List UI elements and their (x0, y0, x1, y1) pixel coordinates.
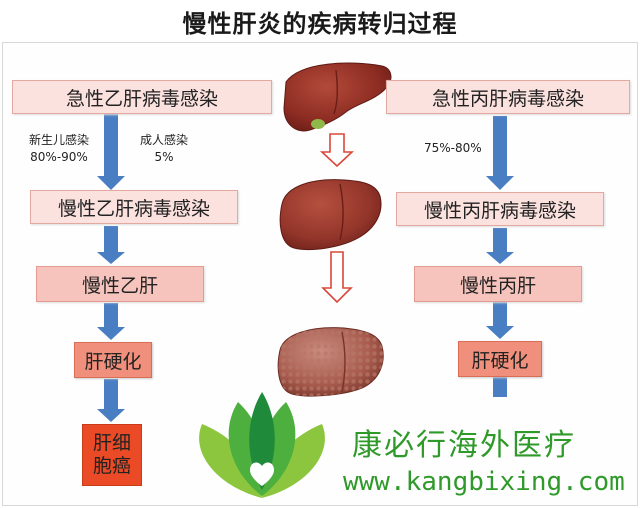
right-arrow-3 (486, 302, 514, 339)
left-arrow-2 (97, 226, 125, 264)
right-rate-note: 75%-80% (424, 141, 482, 155)
watermark-url: www.kangbixing.com (343, 467, 625, 497)
right-arrow-1 (486, 116, 514, 190)
left-arrow-3 (97, 303, 125, 340)
right-arrow-2 (486, 228, 514, 264)
right-chronic-infection-box: 慢性丙肝病毒感染 (396, 192, 604, 226)
left-adult-value: 5% (154, 150, 174, 164)
left-newborn-note: 新生儿感染 80%-90% (14, 132, 104, 166)
middle-arrow-1 (319, 133, 355, 168)
right-cirrhosis-box: 肝硬化 (458, 341, 542, 377)
middle-arrow-2 (321, 251, 353, 304)
page-title: 慢性肝炎的疾病转归过程 (182, 9, 458, 38)
left-liver-cancer-box: 肝细 胞癌 (82, 424, 142, 486)
left-liver-cancer-line1: 肝细 (92, 432, 131, 455)
left-arrow-1 (97, 114, 125, 190)
left-acute-infection-box: 急性乙肝病毒感染 (12, 80, 272, 114)
right-arrow-4 (493, 377, 507, 397)
lotus-logo-icon (199, 392, 325, 498)
liver-inflamed-illustration (279, 179, 382, 251)
right-chronic-hepatitis-box: 慢性丙肝 (414, 266, 582, 302)
left-adult-label: 成人感染 (139, 133, 188, 147)
left-adult-note: 成人感染 5% (128, 132, 200, 166)
watermark-brand-name: 康必行海外医疗 (352, 428, 576, 463)
right-acute-infection-box: 急性丙肝病毒感染 (386, 80, 630, 114)
left-chronic-hepatitis-box: 慢性乙肝 (36, 266, 204, 302)
left-newborn-value: 80%-90% (30, 150, 88, 164)
left-chronic-infection-box: 慢性乙肝病毒感染 (30, 190, 238, 224)
left-cirrhosis-box: 肝硬化 (74, 342, 152, 378)
liver-healthy-illustration (283, 62, 392, 132)
left-arrow-4 (97, 379, 125, 422)
liver-cirrhotic-illustration (277, 327, 384, 397)
left-newborn-label: 新生儿感染 (28, 133, 89, 147)
left-liver-cancer-line2: 胞癌 (92, 455, 131, 477)
